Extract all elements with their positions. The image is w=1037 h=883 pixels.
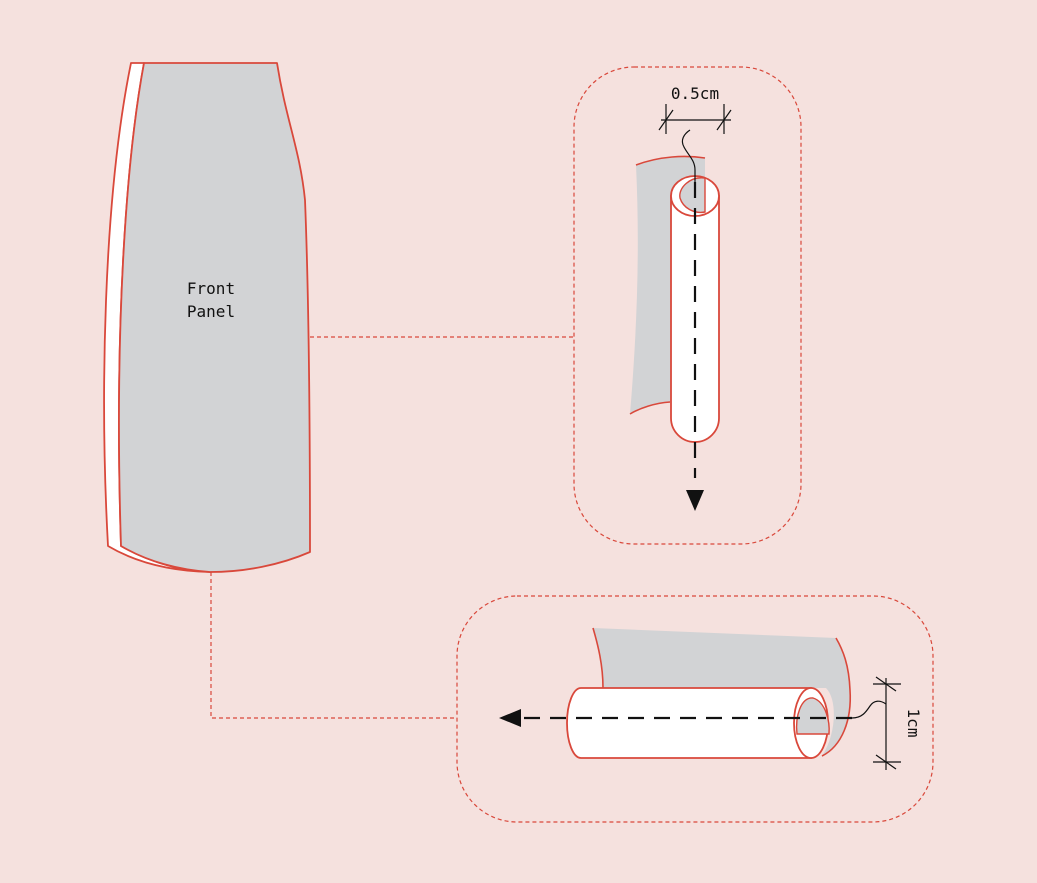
side-hem-detail: 0.5cm xyxy=(573,66,802,545)
bottom-hem-fabric xyxy=(593,628,851,756)
front-panel-body xyxy=(118,62,311,573)
bottom-hem-dimension xyxy=(851,676,901,770)
bottom-hem-width-label: 1cm xyxy=(904,709,923,738)
panel-label-line2: Panel xyxy=(187,302,235,321)
bottom-hem-fabric-left-edge xyxy=(592,627,604,689)
bottom-hem-fabric-right-edge xyxy=(821,637,852,757)
side-hem-width-label: 0.5cm xyxy=(671,84,719,103)
side-hem-dimension xyxy=(658,104,732,182)
connector-bottom-hem xyxy=(210,572,457,719)
bottom-hem-detail-frame xyxy=(456,595,934,823)
side-hem-fabric-top-edge xyxy=(635,155,706,166)
connector-lines xyxy=(210,336,574,719)
bottom-hem-roll xyxy=(566,687,812,759)
panel-label-line1: Front xyxy=(187,279,235,298)
front-panel: Front Panel xyxy=(103,62,311,573)
bottom-hem-detail: 1cm xyxy=(456,595,934,823)
side-hem-stitch-arrow-icon xyxy=(686,490,704,511)
side-hem-detail-frame xyxy=(573,66,802,545)
side-hem-roll-inner xyxy=(679,177,706,214)
bottom-hem-stitch-arrow-icon xyxy=(499,709,521,727)
side-hem-fabric-bottom-edge xyxy=(629,401,671,415)
